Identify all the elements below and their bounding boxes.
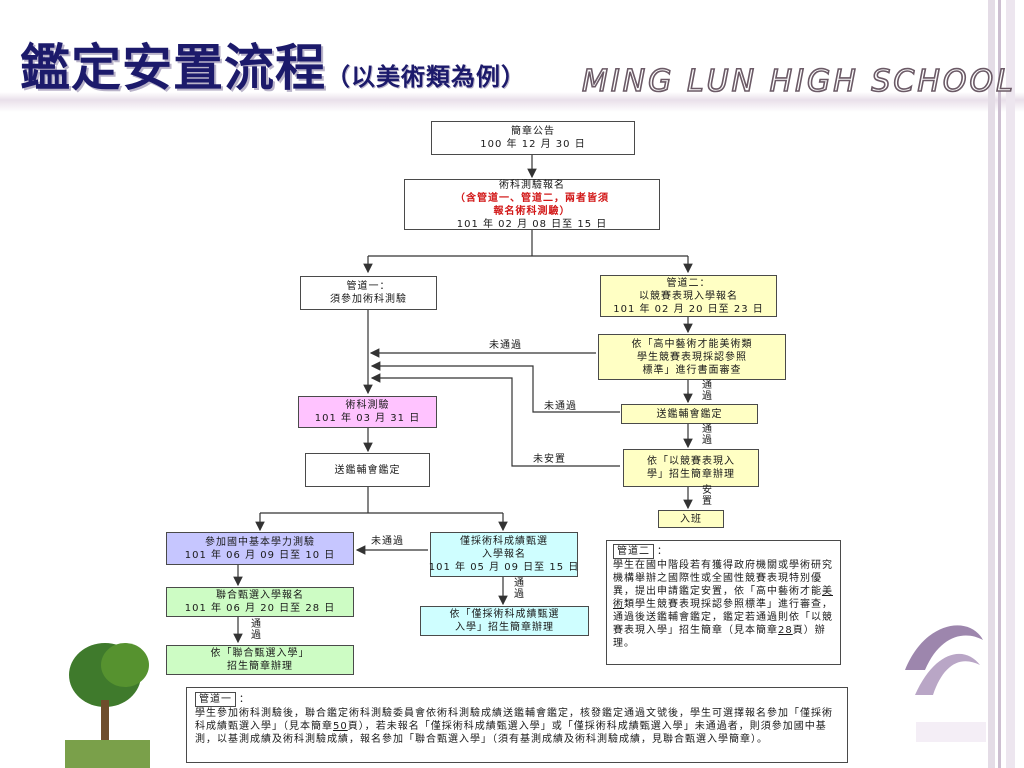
note-channel-two: 管道二： 學生在國中階段若有獲得政府機關或學術研究機構舉辦之國際性或全國性競賽表…: [606, 540, 841, 665]
note2-text-mid: 類學生競賽表現採認參照標準」進行審查，通過後送鑑輔會鑑定，鑑定若通過則依「以競賽…: [613, 599, 833, 636]
exam-label: 術科測驗: [345, 400, 390, 411]
step-assessment-left: 送鑑輔會鑑定: [305, 453, 430, 487]
step-channel-two: 管道二： 以競賽表現入學報名 101 年 02 月 20 日至 23 日: [600, 275, 777, 317]
note2-colon: ：: [657, 546, 668, 557]
label-fail-selection: 未通過: [371, 536, 404, 547]
select-reg-line2: 入學報名: [482, 549, 526, 560]
enroll-label: 入班: [680, 513, 702, 525]
step-announcement: 簡章公告 100 年 12 月 30 日: [431, 121, 635, 155]
decor-bar: [988, 0, 995, 768]
joint-admit-line1: 依「聯合甄選入學」: [210, 648, 310, 659]
note2-underline-2: 28: [778, 625, 793, 636]
basic-test-label: 參加國中基本學力測驗: [205, 536, 315, 548]
note1-text-pre: 學生參加術科測驗後，聯合鑑定術科測驗委員會依術科測驗成績送鑑輔會鑑定，核發鑑定通…: [195, 708, 833, 732]
label-pass-joint: 通過: [251, 619, 261, 641]
decor-bar: [1006, 0, 1015, 768]
note1-tag: 管道一: [195, 692, 236, 707]
announce-label: 簡章公告: [511, 126, 555, 137]
channel2-title: 管道二：: [666, 277, 711, 289]
channel1-title: 管道一：: [346, 281, 391, 292]
select-reg-line1: 僅採術科成績甄選: [460, 536, 548, 547]
logo-caption-area: [916, 722, 986, 742]
review-line2: 學生競賽表現採認參照: [637, 351, 747, 363]
title-sub: （以美術類為例）: [326, 62, 526, 91]
step-art-only-admission: 依「僅採術科成績甄選 入學」招生簡章辦理: [420, 606, 589, 636]
label-pass-review: 通過: [702, 380, 712, 402]
joint-reg-date: 101 年 06 月 20 日至 28 日: [184, 603, 336, 614]
note1-text-post: 頁），若未報名「僅採術科成績甄選入學」或「僅採術科成績甄選入學」未通過者，則須參…: [195, 721, 827, 745]
exam-date: 101 年 03 月 31 日: [314, 413, 421, 424]
decor-bar: [998, 0, 1001, 768]
assess-left-label: 送鑑輔會鑑定: [334, 464, 401, 476]
joint-reg-label: 聯合甄選入學報名: [216, 590, 304, 601]
title-main: 鑑定安置流程: [20, 38, 326, 97]
channel2-date: 101 年 02 月 20 日至 23 日: [613, 303, 764, 315]
step-art-exam: 術科測驗 101 年 03 月 31 日: [298, 396, 437, 428]
label-fail-review: 未通過: [489, 340, 522, 351]
register-date: 101 年 02 月 08 日至 15 日: [456, 218, 608, 230]
step-enroll: 入班: [658, 510, 724, 528]
select-reg-date: 101 年 05 月 09 日至 15 日: [428, 562, 580, 573]
place-right-line2: 學」招生簡章辦理: [647, 469, 735, 480]
register-note-2: 報名術科測驗）: [493, 205, 571, 217]
joint-admit-line2: 招生簡章辦理: [227, 661, 293, 672]
step-art-exam-registration: 術科測驗報名 （含管道一、管道二，兩者皆須 報名術科測驗） 101 年 02 月…: [404, 179, 660, 230]
school-name: MING LUN HIGH SCHOOL: [581, 63, 1016, 100]
note2-underline-1: 美術: [613, 586, 833, 610]
step-joint-registration: 聯合甄選入學報名 101 年 06 月 20 日至 28 日: [166, 587, 354, 617]
channel2-desc: 以競賽表現入學報名: [639, 290, 738, 302]
review-line3: 標準」進行書面審查: [642, 364, 742, 376]
channel1-desc: 須參加術科測驗: [330, 294, 407, 305]
note1-colon: ：: [239, 694, 250, 705]
note1-underline: 50: [333, 721, 348, 732]
step-competition-placement: 依「以競賽表現入 學」招生簡章辦理: [623, 449, 759, 487]
label-unplaced: 未安置: [533, 454, 566, 465]
note2-tag: 管道二: [613, 544, 654, 559]
note-channel-one: 管道一： 學生參加術科測驗後，聯合鑑定術科測驗委員會依術科測驗成績送鑑輔會鑑定，…: [186, 687, 848, 763]
label-pass-selection: 通過: [514, 578, 524, 600]
basic-test-date: 101 年 06 月 09 日至 10 日: [184, 549, 336, 561]
register-note-1: （含管道一、管道二，兩者皆須: [455, 192, 609, 204]
note2-text-pre: 學生在國中階段若有獲得政府機關或學術研究機構舉辦之國際性或全國性競賽表現特別優異…: [613, 560, 833, 597]
step-basic-test: 參加國中基本學力測驗 101 年 06 月 09 日至 10 日: [166, 532, 354, 565]
assess-right-label: 送鑑輔會鑑定: [656, 408, 723, 420]
tree-image: [65, 643, 160, 768]
select-admit-line1: 依「僅採術科成績甄選: [449, 609, 560, 620]
place-right-line1: 依「以競賽表現入: [647, 456, 735, 467]
label-placed: 安置: [702, 485, 712, 507]
register-label: 術科測驗報名: [499, 179, 565, 191]
announce-date: 100 年 12 月 30 日: [480, 139, 586, 150]
step-assessment-right: 送鑑輔會鑑定: [621, 404, 758, 424]
school-logo: [905, 625, 983, 695]
step-document-review: 依「高中藝術才能美術類 學生競賽表現採認參照 標準」進行書面審查: [598, 334, 786, 380]
step-joint-admission: 依「聯合甄選入學」 招生簡章辦理: [166, 645, 354, 675]
step-art-only-selection: 僅採術科成績甄選 入學報名 101 年 05 月 09 日至 15 日: [428, 532, 580, 577]
page-title: 鑑定安置流程（以美術類為例）: [20, 28, 526, 100]
header-band: [0, 92, 1024, 112]
label-fail-assessment: 未通過: [544, 401, 577, 412]
note2-text-post: 頁）辦理。: [613, 625, 826, 649]
review-line1: 依「高中藝術才能美術類: [631, 338, 753, 350]
select-admit-line2: 入學」招生簡章辦理: [455, 622, 554, 633]
step-channel-one: 管道一： 須參加術科測驗: [300, 276, 437, 310]
label-pass-assessment: 通過: [702, 424, 712, 446]
